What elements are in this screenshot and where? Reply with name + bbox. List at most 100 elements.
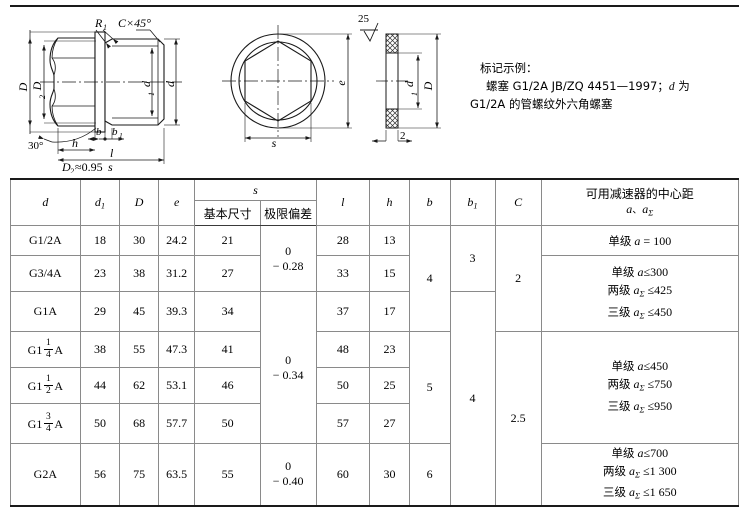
- label-gasket-d1-sub: 1: [410, 92, 419, 96]
- th-h: h: [369, 178, 410, 226]
- th-b1: b1: [449, 178, 496, 226]
- cell-s-deviation: 0− 0.34: [259, 291, 317, 444]
- label-D2-formula-s: s: [108, 160, 113, 173]
- cell-d: G1A: [10, 291, 81, 332]
- cell-d1: 23: [79, 255, 121, 292]
- cell-e: 63.5: [157, 442, 196, 507]
- page-root: R 1 C×45° 25 D D 2 d 1 d b b 1 30° h: [0, 5, 747, 507]
- roughness-symbol: [360, 22, 379, 42]
- th-b: b: [408, 178, 451, 226]
- marking-example-line2-tail: 为: [674, 79, 690, 93]
- marking-example-description: G1/2A 的管螺纹外六角螺塞: [470, 97, 613, 111]
- label-gasket-D: D: [421, 81, 435, 91]
- specification-table: d d1 D e s l h b b1 C 可用减速器的中心距 a、aΣ: [10, 178, 740, 507]
- cell-e: 47.3: [157, 331, 196, 368]
- gasket-section-view: [376, 33, 410, 129]
- cell-d: G3/4A: [10, 255, 81, 292]
- hex-front-view: [222, 25, 334, 137]
- cell-l: 28: [315, 225, 371, 256]
- th-D: D: [119, 178, 159, 226]
- cell-C: 2.5: [494, 330, 542, 507]
- cell-s-deviation: 0− 0.40: [259, 442, 317, 507]
- cell-d1: 29: [79, 291, 121, 332]
- th-e: e: [157, 178, 196, 226]
- cell-d: G1/2A: [10, 225, 81, 256]
- label-d1: d: [139, 80, 153, 87]
- cell-h: 15: [369, 255, 410, 292]
- label-b: b: [96, 126, 102, 138]
- cell-h: 25: [369, 367, 410, 404]
- cell-d: G2A: [10, 442, 81, 507]
- label-D2: D: [30, 81, 44, 91]
- label-b1: b: [112, 126, 118, 138]
- cell-D: 38: [119, 255, 159, 292]
- cell-d1: 38: [79, 331, 121, 368]
- th-d: d: [10, 178, 81, 226]
- marking-example-title: 标记示例：: [480, 61, 538, 75]
- label-s: s: [272, 136, 277, 150]
- label-D2-formula-rest: ≈0.95: [75, 160, 103, 173]
- cell-s-deviation: 0− 0.28: [259, 225, 317, 292]
- label-roughness-value: 25: [358, 13, 370, 25]
- label-D2-sub: 2: [38, 95, 47, 99]
- cell-l: 57: [315, 403, 371, 444]
- dim-h: [57, 128, 95, 154]
- label-gasket-thickness: 2: [400, 130, 406, 142]
- cell-b: 4: [408, 225, 451, 332]
- dim-d: [164, 38, 180, 126]
- dim-gasket-thickness: [372, 130, 412, 143]
- th-center-distance-line1: 可用减速器的中心距: [585, 186, 694, 201]
- cell-b1: 4: [449, 290, 496, 507]
- th-l: l: [315, 178, 371, 226]
- cell-s-basic: 50: [194, 403, 261, 444]
- engineering-drawing: R 1 C×45° 25 D D 2 d 1 d b b 1 30° h: [0, 8, 747, 173]
- th-s-basic: 基本尺寸: [194, 200, 261, 226]
- cell-s-basic: 41: [194, 331, 261, 368]
- label-D: D: [16, 82, 30, 92]
- cell-s-basic: 34: [194, 291, 261, 332]
- top-horizontal-rule: [10, 5, 739, 7]
- th-s-group: s: [194, 178, 317, 201]
- angle-30-leader: [38, 127, 97, 143]
- cell-D: 68: [119, 403, 159, 444]
- th-s-deviation: 极限偏差: [259, 200, 317, 226]
- cell-D: 55: [119, 331, 159, 368]
- cell-h: 13: [369, 225, 410, 256]
- label-R1-sub: 1: [103, 23, 107, 32]
- dim-D2: [42, 40, 96, 124]
- cell-l: 37: [315, 291, 371, 332]
- cell-C: 2: [494, 225, 542, 332]
- cell-D: 62: [119, 367, 159, 404]
- drawing-svg: R 1 C×45° 25 D D 2 d 1 d b b 1 30° h: [16, 13, 441, 173]
- cell-s-basic: 46: [194, 367, 261, 404]
- dim-e: [280, 33, 352, 129]
- dim-gasket: [398, 33, 441, 129]
- cell-e: 31.2: [157, 255, 196, 292]
- label-R1: R: [94, 16, 103, 30]
- chamfer-leader: [136, 29, 161, 43]
- cell-e: 39.3: [157, 291, 196, 332]
- cell-d1: 56: [79, 442, 121, 507]
- marking-example-designation: 螺塞 G1/2A JB/ZQ 4451—1997；: [486, 79, 669, 93]
- label-chamfer: C×45°: [118, 16, 151, 30]
- cell-l: 33: [315, 255, 371, 292]
- cell-l: 50: [315, 367, 371, 404]
- label-b1-sub: 1: [119, 131, 123, 140]
